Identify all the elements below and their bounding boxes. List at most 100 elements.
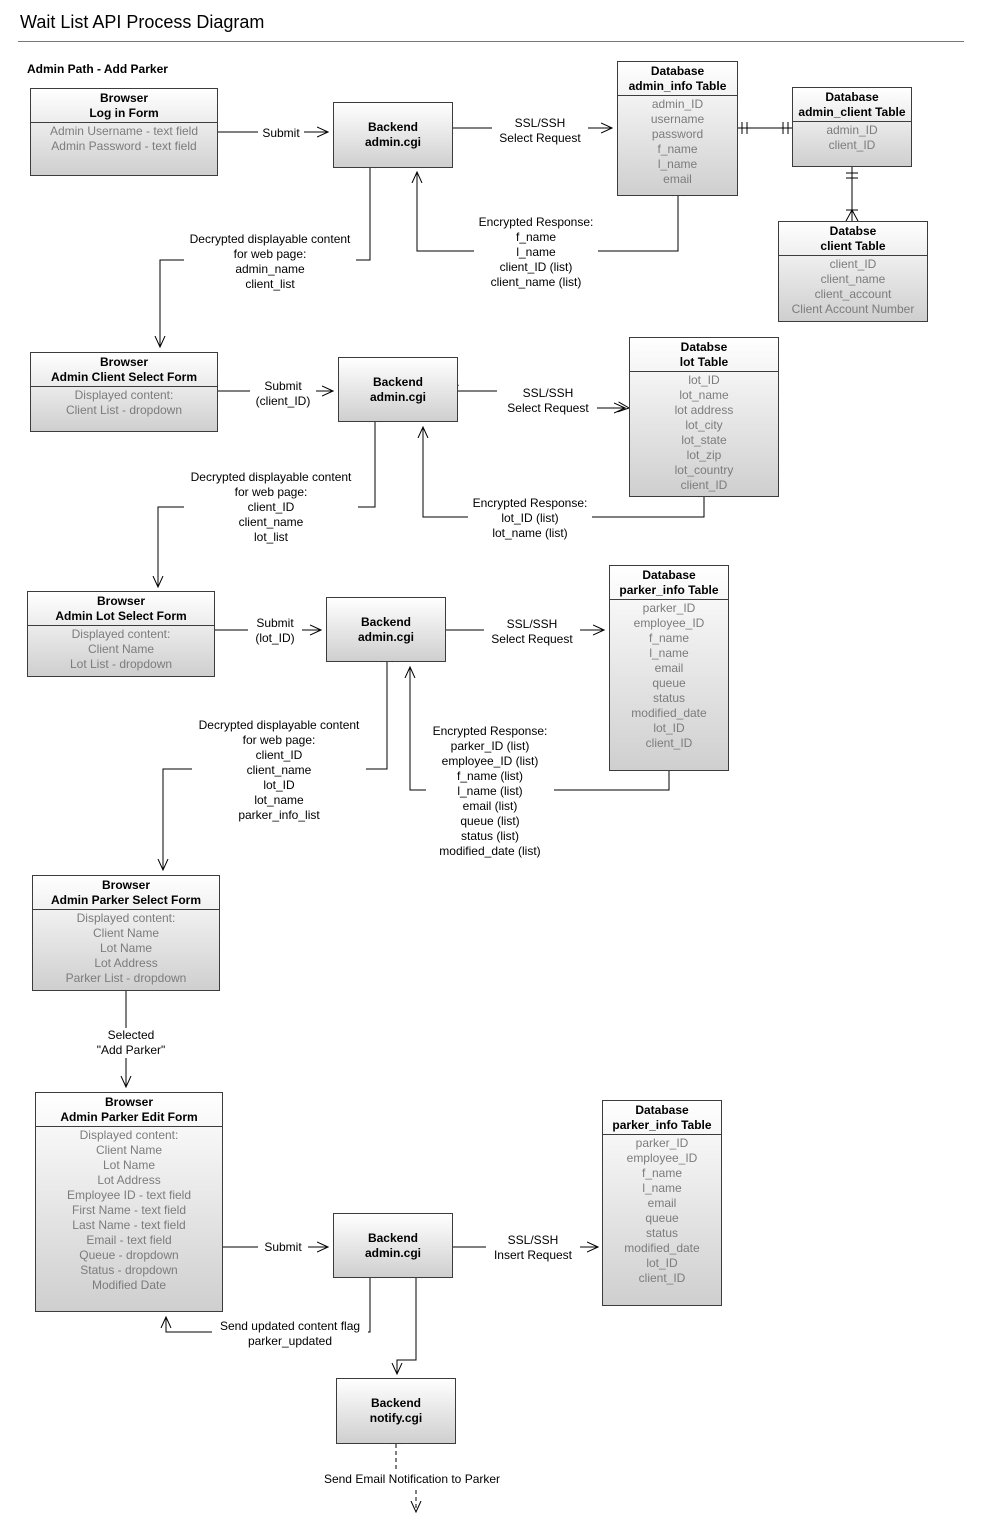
table-column: l_name: [649, 646, 689, 660]
table-column: admin_ID: [826, 123, 878, 137]
table-column: client_ID: [680, 478, 728, 492]
label-line: l_name: [516, 245, 556, 259]
label-encrypted-response-3: Encrypted Response: parker_ID (list) emp…: [426, 724, 554, 859]
label-decrypted-content-3: Decrypted displayable content for web pa…: [192, 718, 366, 823]
node-type: Database: [825, 90, 879, 104]
table-column: modified_date: [624, 1241, 700, 1255]
table-column: status: [645, 1226, 678, 1240]
label-line: Send updated content flag: [219, 1319, 361, 1333]
field-item: Lot Address: [94, 956, 158, 970]
label-updated-content-flag: Send updated content flag parker_updated: [212, 1319, 368, 1349]
table-column: modified_date: [631, 706, 707, 720]
node-type: Databse: [680, 340, 728, 354]
table-column: parker_ID: [635, 1136, 689, 1150]
field-item: Admin Password - text field: [51, 139, 197, 153]
table-column: email: [663, 172, 692, 186]
label-line: lot_ID: [263, 778, 295, 792]
table-column: queue: [652, 676, 686, 690]
node-type: Browser: [96, 594, 146, 608]
field-item: Admin Username - text field: [49, 124, 199, 138]
label-line: Encrypted Response:: [472, 496, 588, 510]
label-submit-1: Submit: [258, 126, 304, 141]
table-column: password: [651, 127, 704, 141]
field-item: Displayed content:: [76, 911, 176, 925]
connector-select-request-2-line: [458, 390, 625, 408]
node-type: Browser: [99, 91, 149, 105]
field-item: Parker List - dropdown: [65, 971, 187, 985]
label-line: Encrypted Response:: [432, 724, 548, 738]
field-item: Lot List - dropdown: [69, 657, 173, 671]
relation-mark-admin-client-bottom: [846, 172, 858, 179]
node-title: admin.cgi: [364, 1245, 421, 1260]
node-type: Browser: [99, 355, 149, 369]
label-line: Submit: [264, 1240, 302, 1254]
node-title: admin.cgi: [369, 389, 426, 404]
table-column: lot_state: [681, 433, 727, 447]
node-type: Backend: [367, 1230, 418, 1245]
table-column: client_name: [820, 272, 886, 286]
page-title: Wait List API Process Diagram: [20, 12, 265, 32]
section-heading: Admin Path - Add Parker: [27, 62, 168, 76]
node-type: Database: [650, 64, 705, 78]
label-submit-3: Submit (lot_ID): [248, 616, 302, 646]
field-item: Email - text field: [86, 1233, 172, 1247]
table-column: lot_ID: [646, 1256, 678, 1270]
label-line: Select Request: [499, 131, 581, 145]
node-type: Database: [642, 568, 696, 582]
field-item: First Name - text field: [71, 1203, 187, 1217]
table-column: lot_country: [674, 463, 734, 477]
label-line: SSL/SSH: [506, 617, 558, 631]
label-line: email (list): [462, 799, 518, 813]
node-type: Backend: [370, 1396, 421, 1410]
label-line: (client_ID): [255, 394, 311, 408]
label-line: client_name (list): [490, 275, 582, 289]
label-submit-4: Submit: [258, 1240, 308, 1255]
field-item: Client Name: [87, 642, 155, 656]
table-column: lot_ID: [653, 721, 685, 735]
label-line: parker_ID (list): [450, 739, 530, 753]
node-title: admin.cgi: [357, 629, 414, 644]
title-divider: [18, 41, 964, 42]
label-encrypted-response-2: Encrypted Response: lot_ID (list) lot_na…: [468, 496, 592, 541]
node-type: Browser: [104, 1095, 154, 1109]
label-line: employee_ID (list): [441, 754, 539, 768]
label-line: client_ID (list): [499, 260, 573, 274]
label-line: parker_info_list: [238, 808, 320, 822]
node-type: Backend: [372, 374, 423, 389]
node-title: client Table: [820, 239, 886, 253]
label-line: f_name (list): [456, 769, 524, 783]
relation-mark-admin-info: [741, 122, 748, 134]
table-column: lot address: [674, 403, 734, 417]
table-column: email: [654, 661, 684, 675]
node-type: Database: [635, 1103, 689, 1117]
table-column: email: [647, 1196, 677, 1210]
table-column: queue: [645, 1211, 679, 1225]
node-title: Admin Parker Edit Form: [60, 1110, 198, 1124]
table-column: f_name: [648, 631, 690, 645]
label-line: Submit: [256, 616, 294, 630]
label-line: SSL/SSH: [522, 386, 574, 400]
table-column: l_name: [657, 157, 698, 171]
table-column: employee_ID: [626, 1151, 698, 1165]
label-line: client_list: [245, 277, 295, 291]
node-title: admin_client Table: [798, 105, 906, 119]
field-item: Status - dropdown: [80, 1263, 178, 1277]
label-encrypted-response-1: Encrypted Response: f_name l_name client…: [474, 215, 598, 290]
field-item: Displayed content:: [74, 388, 174, 402]
node-title: Admin Parker Select Form: [50, 893, 202, 907]
node-title: lot Table: [679, 355, 729, 369]
node-title: admin.cgi: [364, 135, 421, 149]
label-selected-add-parker: Selected "Add Parker": [86, 1028, 176, 1058]
field-item: Client List - dropdown: [65, 403, 183, 417]
